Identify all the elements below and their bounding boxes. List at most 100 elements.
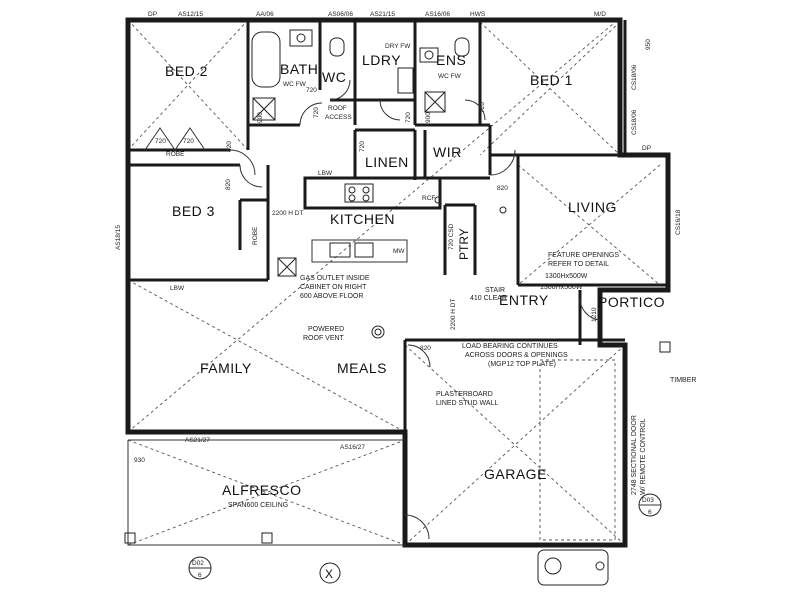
fixtures <box>251 29 609 586</box>
note-stair-1: STAIR <box>485 287 505 294</box>
room-label-living: LIVING <box>568 199 617 215</box>
note-plaster-1: PLASTERBOARD <box>436 391 493 398</box>
note-bath-wc-fw: WC FW <box>283 81 307 88</box>
dim-720g: 720 <box>479 102 486 113</box>
internal-walls <box>127 20 668 546</box>
door-swings <box>229 79 601 540</box>
room-label-kitchen: KITCHEN <box>330 211 395 227</box>
dim-720c: 720 <box>313 107 320 118</box>
dim-820d: 820 <box>420 345 431 352</box>
marker-x-label: X <box>325 567 333 581</box>
dim-820a: 820 <box>226 141 233 152</box>
note-sectional-1: 2748 SECTIONAL DOOR <box>631 415 638 495</box>
markers <box>124 341 671 584</box>
note-feature-2: REFER TO DETAIL <box>548 261 609 268</box>
dim-930: 930 <box>134 457 145 464</box>
marker-d03-label: D03 <box>642 497 654 504</box>
dim-720csd: 720 CSD <box>448 223 455 250</box>
dim-720f: 720 <box>405 112 412 123</box>
note-gas-2: CABINET ON RIGHT <box>300 284 367 291</box>
room-label-portico: PORTICO <box>598 294 665 310</box>
room-label-garage: GARAGE <box>484 466 547 482</box>
room-labels: BED 2 BATH WC LDRY ENS BED 1 BED 3 KITCH… <box>165 52 665 498</box>
dim-2200a: 2200 H DT <box>272 210 303 217</box>
dim-820c: 820 <box>497 185 508 192</box>
room-label-wir: WIR <box>433 144 462 160</box>
dim-900a: 900 <box>257 112 264 123</box>
note-sectional-2: W/ REMOTE CONTROL <box>640 418 647 495</box>
note-feature-4: 1300Hx500W <box>540 284 583 291</box>
dim-820b: 820 <box>225 179 232 190</box>
note-load-2: ACROSS DOORS & OPENINGS <box>465 352 568 359</box>
room-label-bed2: BED 2 <box>165 63 208 79</box>
dim-720d: 720 <box>306 87 317 94</box>
note-wc-fw: WC FW <box>438 73 462 80</box>
window-tag-as2115: AS21/15 <box>370 11 395 18</box>
room-label-alfresco: ALFRESCO <box>222 482 301 498</box>
window-tag-as1815: AS18/15 <box>115 225 122 250</box>
window-tag-hws: HWS <box>470 11 486 18</box>
room-label-ens: ENS <box>436 52 466 68</box>
note-load-1: LOAD BEARING CONTINUES <box>462 343 558 350</box>
window-tag-as1606: AS16/06 <box>425 11 450 18</box>
room-label-entry: ENTRY <box>499 292 549 308</box>
window-tag-as1627: AS16/27 <box>340 444 365 451</box>
annotation-notes: SPAN600 CEILING GAS OUTLET INSIDE CABINE… <box>166 43 696 509</box>
note-roof-access-2: ACCESS <box>325 114 352 121</box>
room-label-wc: WC <box>322 69 346 85</box>
note-mw: MW <box>393 248 405 255</box>
room-label-linen: LINEN <box>365 154 409 170</box>
marker-labels: D02 6 D03 6 X <box>192 497 654 581</box>
note-lbw-1: LBW <box>318 170 333 177</box>
window-tags: DP AS12/15 AA/06 AS06/06 AS21/15 AS16/06… <box>115 11 682 451</box>
note-robe-bed3: ROBE <box>252 226 259 245</box>
note-feature-3: 1300Hx500W <box>545 273 588 280</box>
note-roof-access-1: ROOF <box>328 105 347 112</box>
note-robe-bed2: ROBE <box>166 151 185 158</box>
window-tag-dp2: DP <box>642 145 651 152</box>
window-tag-cs1806: CS18/06 <box>631 64 638 90</box>
note-vent-1: POWERED <box>308 326 344 333</box>
note-dry-fw: DRY FW <box>385 43 411 50</box>
bathtub <box>251 31 281 88</box>
note-alfresco-ceiling: SPAN600 CEILING <box>228 502 288 509</box>
window-tag-cs1618: CS16/18 <box>675 209 682 235</box>
dimension-tags: 720 720 820 820 900 900 720 720 720 720 … <box>134 39 652 464</box>
marker-d03-num: 6 <box>648 509 652 516</box>
note-timber: TIMBER <box>670 377 696 384</box>
window-tag-as2127: AS21/27 <box>185 437 210 444</box>
room-label-meals: MEALS <box>337 360 387 376</box>
powered-roof-vent <box>371 325 385 339</box>
dim-900b: 900 <box>425 112 432 123</box>
room-label-bed3: BED 3 <box>172 203 215 219</box>
room-label-family: FAMILY <box>200 360 252 376</box>
note-plaster-2: LINED STUD WALL <box>436 400 498 407</box>
note-vent-2: ROOF VENT <box>303 335 345 342</box>
window-tag-aa06: AA/06 <box>256 11 274 18</box>
room-label-ldry: LDRY <box>362 52 401 68</box>
section-marker-x <box>319 562 341 584</box>
note-lbw-2: LBW <box>170 285 185 292</box>
note-stair-2: 410 CLEAR <box>470 295 507 302</box>
window-tag-cs1806b: CS18/06 <box>631 109 638 135</box>
ceiling-diagonals <box>127 17 661 546</box>
window-tag-dp: DP <box>148 11 157 18</box>
window-tag-as1215: AS12/15 <box>178 11 203 18</box>
room-label-ptry: PTRY <box>457 228 471 260</box>
note-load-3: (MGP12 TOP PLATE) <box>488 361 556 368</box>
room-label-bath: BATH <box>280 61 318 77</box>
dim-950: 950 <box>645 39 652 50</box>
dim-720e: 720 <box>359 141 366 152</box>
marker-d02-label: D02 <box>192 560 204 567</box>
dim-720a: 720 <box>155 138 166 145</box>
note-rcf: RCF <box>422 195 435 202</box>
window-tag-as0606: AS06/06 <box>328 11 353 18</box>
dim-720b: 720 <box>183 138 194 145</box>
marker-d02-num: 6 <box>198 572 202 579</box>
note-gas-3: 600 ABOVE FLOOR <box>300 293 363 300</box>
room-label-bed1: BED 1 <box>530 72 573 88</box>
dim-2200b: 2200 H DT <box>450 299 457 330</box>
dim-1210: 1210 <box>591 307 598 322</box>
note-feature-1: FEATURE OPENINGS <box>548 252 619 259</box>
